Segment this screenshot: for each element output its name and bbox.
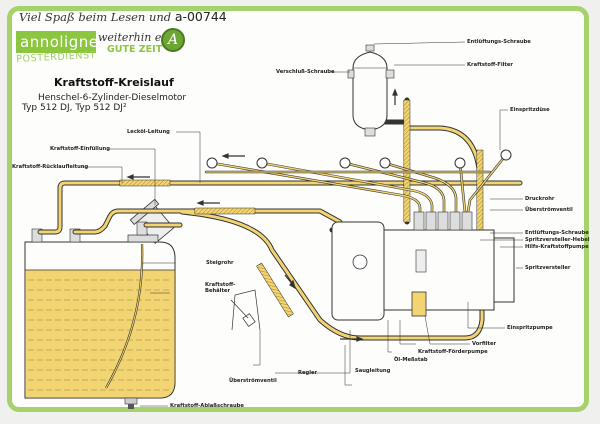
label-timer-lever: Spritzversteller-Hebel: [525, 237, 590, 243]
label-governor: Regler: [298, 370, 318, 376]
badge-icon: A: [161, 28, 185, 52]
header-greeting: Viel Spaß beim Lesen und a-00744: [19, 9, 227, 24]
label-overflow-valve: Überströmventil: [525, 207, 573, 213]
diagram-subtitle: Henschel-6-Zylinder-Dieselmotor: [38, 93, 187, 103]
tank-fittings: [31, 221, 148, 243]
annoligne-logo: annoligne: [16, 31, 96, 53]
injectors: [206, 149, 512, 169]
label-overflow-detail: Überströmventil: [229, 378, 277, 384]
label-cap-screw: Verschluß-Schraube: [276, 69, 335, 75]
leader-lines: [82, 41, 523, 407]
label-aux-pump: Hilfs-Kraftstoffpumpe: [525, 244, 589, 250]
drain-screw-head: [128, 404, 134, 409]
fuel-tank: [24, 198, 176, 409]
injection-pump: [331, 211, 515, 321]
label-feed-pump: Kraftstoff-Förderpumpe: [418, 349, 488, 355]
overflow-valve-detail: [230, 289, 261, 331]
label-fuel-filter: Kraftstoff-Filter: [467, 62, 513, 68]
label-riser: Steigrohr: [206, 260, 234, 266]
pressure-valves: [413, 211, 473, 231]
vent-screw: [365, 44, 375, 52]
logo-text: annoligne: [20, 33, 96, 51]
article-code: a-00744: [174, 9, 227, 24]
injector-return-hose: [476, 149, 484, 241]
label-pump-vent-screw: Entlüftungs-Schraube: [525, 230, 589, 236]
fuel-filter: [347, 44, 395, 137]
continue-text: weiterhin eine: [98, 31, 179, 44]
label-pressure-pipe: Druckrohr: [525, 196, 555, 202]
label-injection-pump: Einspritzpumpe: [507, 325, 553, 331]
label-leak-oil-line: Lecköl-Leitung: [127, 129, 170, 135]
filler-hose: [194, 207, 256, 215]
return-hose: [119, 179, 171, 187]
diagram-model: Typ 512 DJ, Typ 512 DJ²: [22, 103, 127, 113]
label-pre-filter: Vorfilter: [472, 341, 497, 347]
label-timer: Spritzversteller: [525, 265, 571, 271]
flow-arrows: [126, 88, 398, 342]
fuel-pipes: [37, 97, 523, 341]
pre-filter: [411, 291, 427, 317]
label-drain-screw: Kraftstoff-Ablaßschraube: [170, 403, 244, 409]
label-fuel-filler: Kraftstoff-Einfüllung: [50, 146, 110, 152]
label-vent-screw-top: Entlüftungs-Schraube: [467, 39, 531, 45]
greeting-text: Viel Spaß beim Lesen und: [19, 10, 172, 24]
fuel-level-lines: [28, 279, 172, 391]
drain-screw: [124, 397, 138, 405]
label-fuel-tank: Kraftstoff- Behälter: [205, 282, 236, 294]
filter-riser-hose: [403, 99, 411, 223]
label-dipstick: Öl-Meßstab: [394, 357, 428, 363]
label-return-line: Kraftstoff-Rücklaufleitung: [12, 164, 89, 170]
diagram-title: Kraftstoff-Kreislauf: [54, 76, 174, 89]
label-suction-line: Saugleitung: [355, 368, 391, 374]
slogan: GUTE ZEIT: [107, 44, 163, 55]
suction-hose: [256, 262, 294, 318]
cap-screw: [347, 69, 355, 79]
label-injector-nozzle: Einspritzdüse: [510, 107, 550, 113]
